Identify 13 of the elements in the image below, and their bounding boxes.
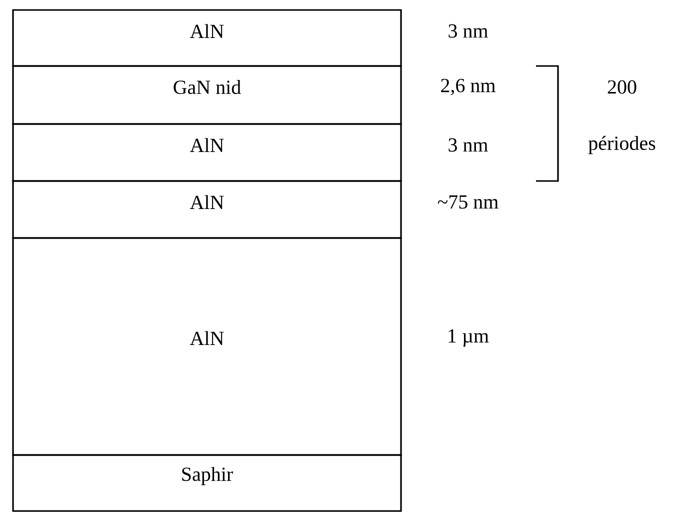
thickness-label: ~75 nm	[438, 195, 498, 209]
thickness-label: 3 nm	[448, 138, 488, 152]
period-label: périodes	[588, 136, 656, 154]
layer-box: AlN	[12, 9, 402, 67]
thickness-label: 2,6 nm	[441, 78, 496, 96]
layer-box: AlN	[12, 180, 402, 239]
layer-box: AlN	[12, 237, 402, 456]
layer-box: Saphir	[12, 454, 402, 512]
layer-box: GaN nid	[12, 65, 402, 125]
thickness-label: 1 µm	[448, 329, 489, 347]
layer-box: AlN	[12, 123, 402, 182]
thickness-label: 3 nm	[448, 24, 488, 38]
period-label: 200	[608, 80, 636, 94]
